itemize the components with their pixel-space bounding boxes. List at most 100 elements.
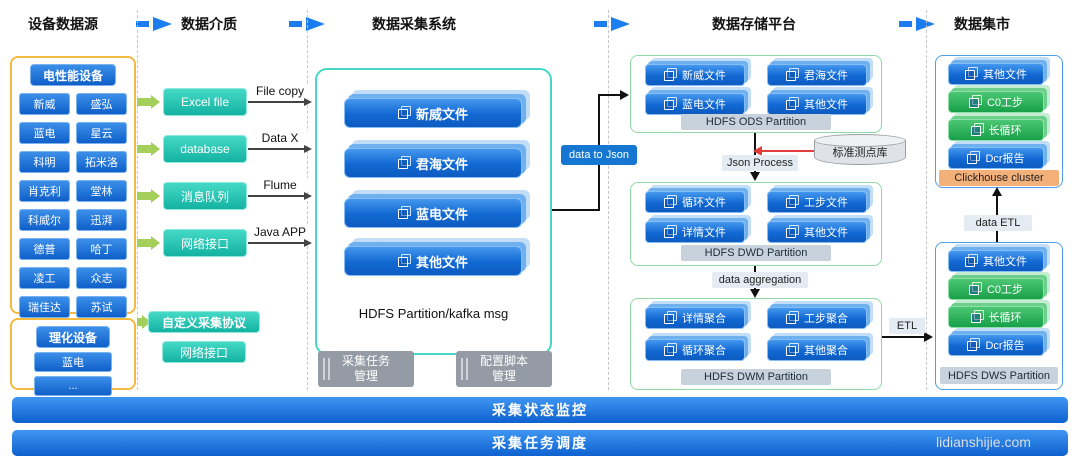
green-arrow-icon xyxy=(137,236,160,250)
file-stack-card: 工步聚合 xyxy=(767,307,867,329)
header-collection-system: 数据采集系统 xyxy=(372,16,456,32)
device-button: 拓米洛 xyxy=(76,151,127,173)
device-button: 新威 xyxy=(19,93,70,115)
red-flow-line xyxy=(762,150,814,152)
transfer-line xyxy=(248,148,306,150)
transfer-line xyxy=(248,242,306,244)
file-label: 其他文件 xyxy=(415,254,468,270)
device-button: 苏试 xyxy=(76,296,127,318)
transfer-label-file-copy: File copy xyxy=(250,84,310,98)
transfer-label-flume: Flume xyxy=(250,178,310,192)
device-button: 德普 xyxy=(19,238,70,260)
file-label: 其他文件 xyxy=(983,69,1027,81)
file-label: 工步聚合 xyxy=(804,313,848,325)
header-storage-platform: 数据存储平台 xyxy=(712,16,796,32)
file-stack-icon xyxy=(786,67,799,81)
flow-arrow-icon xyxy=(594,17,630,31)
device-button: 盛弘 xyxy=(76,93,127,115)
file-stack-card: 蓝电文件 xyxy=(645,93,745,115)
file-stack-icon xyxy=(965,66,978,80)
device-button: 蓝电 xyxy=(34,352,112,372)
arrowhead-icon xyxy=(750,172,760,181)
ods-partition-label: HDFS ODS Partition xyxy=(681,114,831,130)
column-divider xyxy=(608,10,609,390)
column-divider xyxy=(926,10,927,390)
file-stack-card: 其他文件 xyxy=(767,93,867,115)
file-stack-icon xyxy=(968,281,982,295)
electrical-devices-title: 电性能设备 xyxy=(29,64,116,86)
physchem-devices-title: 理化设备 xyxy=(35,326,110,348)
file-stack-card: 循环文件 xyxy=(645,191,745,213)
network-interface-button: 网络接口 xyxy=(163,229,247,257)
device-button: ... xyxy=(34,376,112,396)
file-stack-card: 工步文件 xyxy=(767,191,867,213)
transfer-label-data-x: Data X xyxy=(250,131,310,145)
file-label: 工步文件 xyxy=(804,197,848,209)
file-label: 详情聚合 xyxy=(682,313,726,325)
message-queue-button: 消息队列 xyxy=(163,182,247,210)
file-stack-card: 其他聚合 xyxy=(767,339,867,361)
file-stack-icon xyxy=(970,309,984,323)
file-stack-icon xyxy=(664,310,677,324)
file-stack-card: Dcr报告 xyxy=(948,147,1044,169)
file-stack-icon xyxy=(664,96,677,110)
database-button: database xyxy=(163,135,247,163)
file-label: 其他文件 xyxy=(804,99,848,111)
file-label: C0工步 xyxy=(986,284,1024,296)
file-stack-icon xyxy=(664,194,677,208)
file-stack-icon xyxy=(664,67,677,81)
device-button: 众志 xyxy=(76,267,127,289)
file-label: 详情文件 xyxy=(682,227,726,239)
json-process-label: Json Process xyxy=(722,155,798,171)
file-stack-icon xyxy=(965,253,978,267)
file-stack-card: 其他文件 xyxy=(948,63,1044,85)
device-button: 哈丁 xyxy=(76,238,127,260)
file-stack-card: 其他文件 xyxy=(948,250,1044,272)
arrowhead-icon xyxy=(304,145,312,153)
file-label: 循环聚合 xyxy=(682,345,726,357)
file-stack-card: 君海文件 xyxy=(767,64,867,86)
file-label: 君海文件 xyxy=(415,156,468,172)
collection-caption: HDFS Partition/kafka msg xyxy=(358,306,509,321)
file-label: 其他文件 xyxy=(983,256,1027,268)
file-stack-card: 其他文件 xyxy=(344,246,522,276)
file-stack-icon xyxy=(786,310,799,324)
file-label: 蓝电文件 xyxy=(415,206,468,222)
flow-line xyxy=(552,209,600,211)
arrowhead-icon xyxy=(924,332,933,342)
file-label: 蓝电文件 xyxy=(682,99,726,111)
arrowhead-icon xyxy=(304,98,312,106)
file-stack-card: 新威文件 xyxy=(645,64,745,86)
data-to-json-label: data to Json xyxy=(561,145,637,165)
device-button: 迅湃 xyxy=(76,209,127,231)
transfer-line xyxy=(248,195,306,197)
device-button: 蓝电 xyxy=(19,122,70,144)
script-manage-label: 配置脚本 xyxy=(479,354,528,368)
column-divider xyxy=(307,10,308,390)
device-grid: 新威 盛弘 蓝电 星云 科明 拓米洛 肖克利 堂林 科威尔 迅湃 德普 哈丁 凌… xyxy=(12,86,134,318)
file-label: 长循环 xyxy=(988,125,1022,137)
file-stack-card: 长循环 xyxy=(948,306,1044,328)
file-stack-card: 循环聚合 xyxy=(645,339,745,361)
red-arrowhead-icon xyxy=(753,146,762,156)
flow-line xyxy=(882,336,926,338)
task-manage-label: 采集任务 xyxy=(341,354,390,368)
green-arrow-icon xyxy=(137,189,160,203)
file-stack-icon xyxy=(970,122,984,136)
device-button: 凌工 xyxy=(19,267,70,289)
flow-arrow-icon xyxy=(289,17,325,31)
file-label: 君海文件 xyxy=(804,70,848,82)
file-stack-card: 君海文件 xyxy=(344,148,522,178)
green-arrow-icon xyxy=(137,95,160,109)
status-monitor-bar: 采集状态监控 xyxy=(12,397,1068,423)
task-manage-label: 管理 xyxy=(353,369,378,383)
file-stack-icon xyxy=(968,94,982,108)
file-stack-card: 详情文件 xyxy=(645,221,745,243)
file-label: 其他聚合 xyxy=(804,345,848,357)
standard-point-db-cylinder: 标准测点库 xyxy=(814,134,906,165)
file-stack-icon xyxy=(967,337,981,351)
column-divider xyxy=(137,10,138,390)
file-stack-card: 详情聚合 xyxy=(645,307,745,329)
dwd-partition-label: HDFS DWD Partition xyxy=(681,245,831,261)
